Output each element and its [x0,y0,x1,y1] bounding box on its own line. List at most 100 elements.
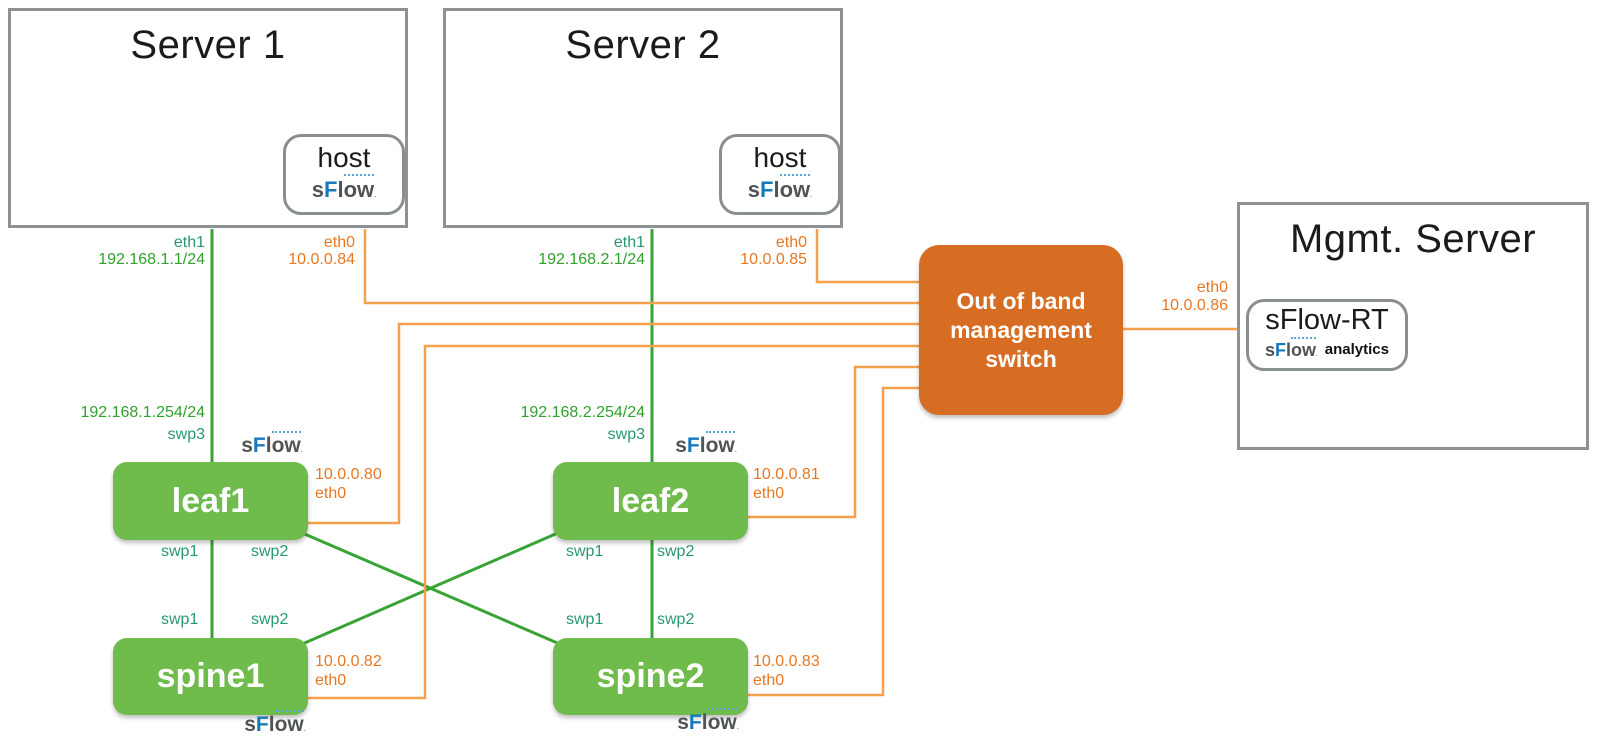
sflow-logo-part: . [1316,351,1318,358]
server1-eth1-ip-label: 192.168.1.1/24 [98,251,205,268]
sflow-logo-part: F [323,177,338,202]
link-server2-oob [815,229,922,284]
server2-eth1-port-label: eth1 [613,234,645,251]
spine1-node: spine1 [113,638,308,715]
sflow-logo-part: s [677,711,689,734]
sflow-logo-part: F [759,177,774,202]
sflow-logo-part: s [675,434,687,457]
sflow-logo-part: . [734,445,737,454]
sflow-logo-part: F [688,711,702,734]
sflow-logo-part: l [337,177,344,202]
server2-eth0-port-label: eth0 [775,234,807,251]
oob-switch-label-line1: Out of band [956,287,1086,314]
oob-switch-label-line3: switch [985,345,1057,372]
leaf1-mgmt-ip-label: 10.0.0.80 [315,466,382,483]
sflow-logo-part: ow [274,710,304,737]
leaf1-mgmt-port-label: eth0 [315,485,347,502]
sflow-logo-part: ow [1291,337,1317,361]
server1-eth1-port-label: eth1 [173,234,205,251]
server1-title: Server 1 [130,23,286,67]
sflow-logo-part: F [1275,340,1287,360]
server2-eth0-ip-label: 10.0.0.85 [740,251,807,268]
spine2-mgmt-ip-label: 10.0.0.83 [753,653,820,670]
link-spine2-oob [745,386,922,697]
link-spine1-oob [305,344,922,700]
leaf2-mgmt-port-label: eth0 [753,485,785,502]
leaf1-sflow-logo: sFlow. [232,431,312,458]
sflow-logo-part: s [244,713,256,736]
oob-switch-label-line2: management [950,316,1092,343]
leaf1-node: leaf1 [113,462,308,540]
leaf1-swp1-label: swp1 [161,543,199,560]
leaf2-swp1-label: swp1 [566,543,604,560]
spine1-sflow-logo: sFlow. [235,710,315,737]
sflow-logo-part: . [374,190,377,199]
spine1-mgmt-ip-label: 10.0.0.82 [315,653,382,670]
leaf1-swp3-ip-label: 192.168.1.254/24 [80,404,205,421]
link-leaf2-oob [745,365,922,519]
spine2-node: spine2 [553,638,748,715]
sflow-logo-part: s [747,177,760,202]
server1-eth0-ip-label: 10.0.0.84 [288,251,355,268]
sflow-logo-part: ow [707,708,737,735]
spine1-swp1-label: swp1 [161,611,199,628]
sflow-logo-part: l [701,711,708,734]
leaf2-mgmt-ip-label: 10.0.0.81 [753,466,820,483]
sflow-logo-part: l [699,434,706,457]
leaf1-swp3-port-label: swp3 [167,426,205,443]
sflow-logo: sFlow. [722,174,838,203]
spine2-sflow-logo: sFlow. [668,708,748,735]
oob-switch-node: Out of band management switch [919,245,1123,415]
sflow-logo-part: s [241,434,253,457]
sflow-logo-part: F [686,434,700,457]
sflow-logo: sFlow. [1265,337,1318,361]
spine2-label: spine2 [596,657,705,695]
sflow-rt-badge: sFlow-RT sFlow. analytics [1246,299,1408,371]
mgmt-server-title: Mgmt. Server [1289,217,1537,261]
sflow-logo-part: ow [779,174,811,203]
leaf1-label: leaf1 [171,481,250,520]
sflow-logo-part: . [300,445,303,454]
leaf2-swp3-ip-label: 192.168.2.254/24 [520,404,645,421]
sflow-logo-part: F [255,713,269,736]
leaf2-sflow-logo: sFlow. [666,431,746,458]
sflow-logo-part: l [268,713,275,736]
spine2-swp2-label: swp2 [657,611,695,628]
leaf2-swp3-port-label: swp3 [607,426,645,443]
spine1-label: spine1 [156,657,265,695]
sflow-logo-part: s [311,177,324,202]
sflow-logo-part: ow [343,174,375,203]
leaf2-node: leaf2 [553,462,748,540]
sflow-logo-part: ow [271,431,301,458]
host-agent-label: host [317,142,371,173]
sflow-logo: sFlow. [286,174,402,203]
sflow-logo-part: . [736,722,739,731]
server1-host-sflow-badge: host sFlow. [283,134,405,215]
leaf2-swp2-label: swp2 [657,543,695,560]
sflow-rt-label: sFlow-RT [1265,304,1389,336]
link-leaf1-oob [305,322,922,525]
sflow-logo-part: . [303,724,306,733]
link-server1-oob [363,229,922,305]
server2-eth1-ip-label: 192.168.2.1/24 [538,251,645,268]
spine2-mgmt-port-label: eth0 [753,672,785,689]
mgmt-eth0-port-label: eth0 [1196,279,1228,296]
sflow-logo-part: l [773,177,780,202]
server1-eth0-port-label: eth0 [323,234,355,251]
sflow-logo-part: l [265,434,272,457]
sflow-logo-part: ow [705,431,735,458]
host-agent-label: host [753,142,807,173]
server2-host-sflow-badge: host sFlow. [719,134,841,215]
sflow-logo-part: l [1286,340,1292,360]
leaf1-swp2-label: swp2 [251,543,289,560]
sflow-analytics-label: analytics [1324,340,1389,358]
sflow-logo-part: F [252,434,266,457]
leaf2-label: leaf2 [611,481,690,520]
spine1-mgmt-port-label: eth0 [315,672,347,689]
spine2-swp1-label: swp1 [566,611,604,628]
link-leaf2-spine1 [299,530,561,647]
sflow-logo-part: . [810,190,813,199]
mgmt-eth0-ip-label: 10.0.0.86 [1161,297,1228,314]
